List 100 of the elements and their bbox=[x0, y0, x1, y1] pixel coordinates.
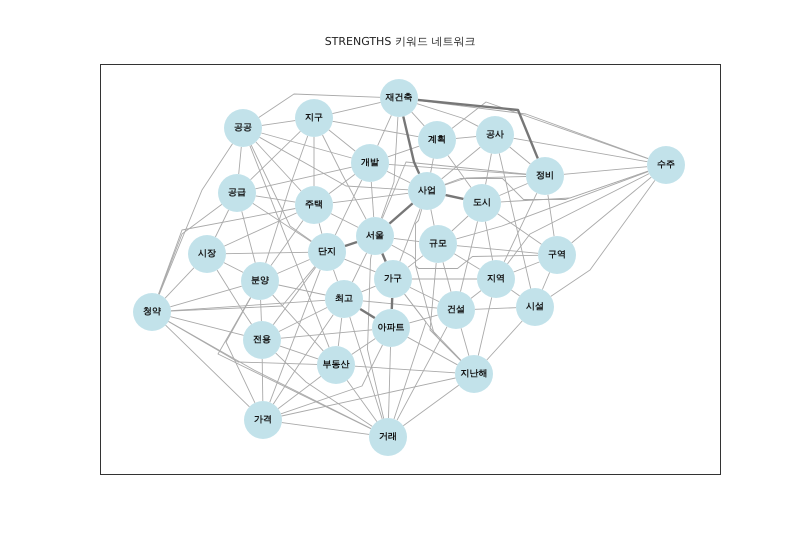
edge-line bbox=[454, 253, 480, 270]
edge-line bbox=[170, 300, 326, 312]
edge-line bbox=[265, 135, 308, 264]
edge-line bbox=[338, 317, 342, 347]
edge-line bbox=[418, 98, 539, 159]
edge-line bbox=[332, 120, 419, 138]
edge-line bbox=[498, 153, 532, 289]
edge-line bbox=[445, 194, 464, 200]
edge-line bbox=[165, 324, 250, 408]
edge-line bbox=[484, 221, 494, 261]
edge-line bbox=[260, 132, 352, 158]
edge-line bbox=[393, 238, 420, 242]
edge-line bbox=[223, 262, 244, 273]
keyword-node: 도시 bbox=[463, 184, 501, 222]
edge-line bbox=[164, 267, 194, 299]
edge-line bbox=[328, 129, 356, 152]
keyword-node: 수주 bbox=[647, 146, 685, 184]
edge-line bbox=[380, 116, 398, 219]
edge-line bbox=[504, 192, 538, 262]
edge-line bbox=[168, 320, 372, 429]
edge-line bbox=[332, 102, 381, 114]
edge-line bbox=[509, 146, 531, 164]
keyword-node: 시설 bbox=[516, 288, 554, 326]
edge-line bbox=[352, 252, 368, 282]
edge-line bbox=[360, 308, 376, 320]
edge-line bbox=[430, 158, 434, 173]
edge-line bbox=[349, 316, 383, 420]
edge-line bbox=[408, 255, 424, 268]
edge-line bbox=[269, 269, 321, 403]
edge-line bbox=[415, 208, 462, 361]
edge-line bbox=[330, 213, 359, 228]
edge-line bbox=[497, 213, 542, 245]
edge-line bbox=[410, 286, 440, 302]
edge-line bbox=[346, 380, 378, 422]
edge-line bbox=[255, 195, 296, 203]
edge-line bbox=[550, 180, 656, 297]
edge-line bbox=[170, 266, 316, 312]
keyword-node: 정비 bbox=[526, 157, 564, 195]
keyword-node: 아파트 bbox=[372, 309, 410, 347]
edge-line bbox=[441, 146, 481, 180]
edge-line bbox=[218, 297, 372, 430]
edge-line bbox=[391, 244, 538, 269]
keyword-node: 지난해 bbox=[455, 355, 493, 393]
edge-line bbox=[455, 136, 477, 139]
edge-line bbox=[412, 278, 478, 280]
keyword-node: 가구 bbox=[374, 260, 412, 298]
edge-line bbox=[262, 358, 264, 402]
edge-line bbox=[456, 245, 539, 254]
edge-line bbox=[407, 336, 458, 366]
edge-line bbox=[322, 134, 367, 220]
edge-line bbox=[258, 94, 380, 118]
edge-line bbox=[377, 114, 392, 146]
edge-line bbox=[328, 174, 356, 194]
edge-line bbox=[388, 346, 391, 418]
edge-line bbox=[318, 222, 322, 234]
edge-line bbox=[276, 259, 310, 274]
edge-line bbox=[281, 378, 456, 416]
edge-line bbox=[238, 146, 242, 175]
edge-line bbox=[542, 272, 550, 290]
edge-line bbox=[252, 202, 312, 242]
edge-line bbox=[411, 112, 425, 126]
edge-line bbox=[396, 326, 448, 421]
edge-line bbox=[241, 210, 256, 264]
keyword-node: 거래 bbox=[369, 418, 407, 456]
keyword-node: 구역 bbox=[538, 236, 576, 274]
keyword-node: 전용 bbox=[243, 321, 281, 359]
edge-line bbox=[270, 220, 304, 266]
edge-line bbox=[402, 384, 460, 426]
keyword-node: 청약 bbox=[133, 293, 171, 331]
edge-line bbox=[158, 204, 222, 295]
edge-line bbox=[430, 209, 435, 226]
chart-title: STRENGTHS 키워드 네트워크 bbox=[324, 34, 476, 50]
edge-line bbox=[563, 166, 648, 175]
edge-line bbox=[452, 102, 649, 160]
edge-line bbox=[444, 176, 526, 186]
edge-line bbox=[278, 376, 322, 410]
edge-line bbox=[260, 300, 262, 322]
edge-line bbox=[370, 182, 374, 218]
edge-line bbox=[280, 346, 318, 360]
edge-line bbox=[513, 262, 540, 272]
edge-line bbox=[381, 253, 387, 262]
edge-line bbox=[388, 202, 414, 224]
edge-line bbox=[226, 252, 308, 254]
edge-line bbox=[470, 290, 482, 299]
keyword-node: 서울 bbox=[356, 217, 394, 255]
keyword-node: 사업 bbox=[408, 172, 446, 210]
edge-line bbox=[402, 116, 420, 174]
keyword-node: 공공 bbox=[224, 109, 262, 147]
edge-line bbox=[386, 170, 410, 184]
edge-line bbox=[158, 143, 233, 295]
edge-line bbox=[332, 192, 409, 204]
edge-line bbox=[474, 307, 516, 310]
edge-line bbox=[478, 297, 492, 356]
edge-line bbox=[361, 286, 376, 292]
edge-line bbox=[224, 212, 298, 247]
edge-line bbox=[280, 344, 383, 414]
keyword-node: 가격 bbox=[244, 401, 282, 439]
keyword-node: 시장 bbox=[188, 235, 226, 273]
edge-line bbox=[249, 145, 330, 348]
edge-line bbox=[351, 338, 376, 355]
